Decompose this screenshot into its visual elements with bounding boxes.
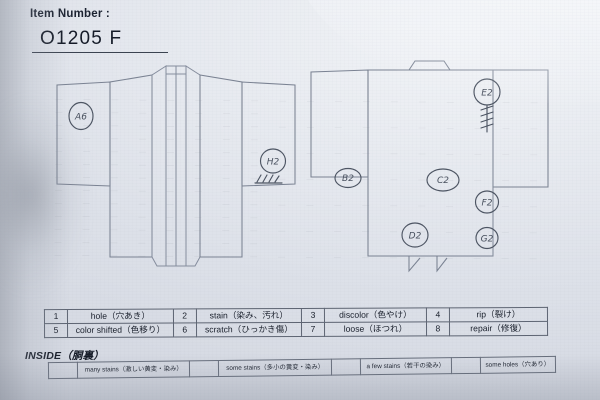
defect-code-legend: 1 hole（穴あき） 2 stain（染み、汚れ） 3 discolor（色や… [44, 307, 548, 338]
legend-text: hole（穴あき） [67, 309, 174, 324]
defect-marker-B2: B2 [334, 167, 362, 189]
legend-number: 4 [426, 307, 450, 322]
legend-text: rip（裂け） [449, 307, 548, 322]
item-number-value: O1205 F [40, 28, 123, 49]
inside-option-label: some holes（穴あり） [480, 356, 556, 374]
inside-checkbox-cell[interactable] [189, 360, 220, 377]
svg-text:F2: F2 [482, 199, 493, 209]
kimono-back-view-outline [56, 65, 296, 267]
inside-option-label: a few stains（若干の染み） [360, 357, 452, 375]
legend-number: 1 [44, 309, 68, 324]
legend-number: 3 [301, 308, 325, 323]
legend-text: loose（ほつれ） [324, 321, 427, 337]
defect-marker-H2: H2 [254, 148, 287, 184]
item-number-label: Item Number : [30, 8, 110, 20]
legend-text: scratch（ひっかき傷） [196, 322, 302, 337]
legend-text: color shifted（色移り） [67, 323, 174, 338]
defect-marker-G2: G2 [475, 226, 499, 250]
svg-text:A6: A6 [74, 113, 87, 123]
svg-text:D2: D2 [409, 232, 422, 242]
svg-text:E2: E2 [481, 89, 493, 99]
defect-marker-C2: C2 [426, 168, 460, 192]
defect-marker-F2: F2 [474, 190, 500, 214]
inside-checkbox-cell[interactable] [48, 362, 78, 379]
defect-markers: A6 H2 E2 B2 [68, 78, 501, 250]
svg-text:C2: C2 [437, 176, 449, 186]
legend-text: repair（修復） [449, 321, 548, 336]
item-number-underline [32, 52, 168, 53]
kimono-front-view-outline [310, 60, 549, 273]
svg-text:B2: B2 [342, 174, 354, 184]
svg-text:H2: H2 [267, 158, 280, 168]
svg-text:G2: G2 [481, 235, 494, 245]
legend-number: 7 [301, 322, 325, 337]
inside-checkbox-cell[interactable] [451, 357, 481, 374]
defect-marker-A6: A6 [68, 101, 94, 131]
legend-text: stain（染み、汚れ） [196, 308, 302, 323]
inside-option-label: many stains（激しい黄変・染み） [77, 360, 191, 379]
defect-marker-E2: E2 [473, 78, 501, 133]
inside-section-label: INSIDE（胴裏） [25, 350, 105, 362]
legend-number: 8 [426, 321, 450, 336]
legend-number: 2 [173, 308, 197, 324]
table-row: 5 color shifted（色移り） 6 scratch（ひっかき傷） 7 … [44, 321, 548, 338]
legend-number: 5 [44, 323, 68, 338]
defect-marker-D2: D2 [401, 222, 429, 248]
inside-checkbox-cell[interactable] [331, 358, 361, 376]
legend-text: discolor（色やけ） [324, 307, 427, 323]
inside-option-label: some stains（多小の黄変・染み） [218, 359, 332, 377]
legend-number: 6 [173, 322, 197, 338]
